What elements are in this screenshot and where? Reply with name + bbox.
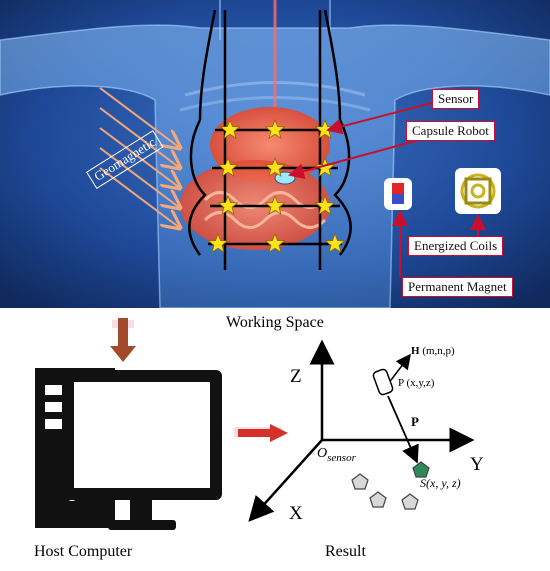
sensor-star-icon (217, 194, 239, 216)
vector-label: P (411, 414, 419, 429)
z-axis-label: Z (290, 366, 302, 387)
sensor-star-icon (264, 232, 286, 254)
sensor-point-label: S(x, y, z) (420, 476, 461, 490)
host-computer-icon (35, 368, 222, 530)
energized-coils-label: Energized Coils (408, 236, 504, 256)
capsule-icon (372, 368, 394, 396)
result-label: Result (325, 543, 366, 560)
y-axis-label: Y (470, 454, 484, 475)
position-label: P (x,y,z) (398, 377, 435, 389)
permanent-magnet-label: Permanent Magnet (402, 277, 513, 297)
permanent-magnet-icon (384, 178, 412, 210)
sensor-pentagons (351, 461, 430, 510)
sensor-star-icon (219, 118, 241, 140)
sensor-star-icon (324, 232, 346, 254)
sensor-star-icon (264, 156, 286, 178)
origin-label: Osensor (317, 446, 356, 464)
workflow-diagram (35, 318, 475, 530)
sensor-star-icon (314, 194, 336, 216)
x-axis-label: X (289, 503, 303, 524)
coordinate-axes (248, 339, 475, 522)
sensor-star-icon (264, 118, 286, 140)
host-computer-label: Host Computer (34, 543, 133, 560)
anatomy-illustration (0, 0, 550, 308)
callout-lines (288, 102, 486, 277)
position-vector (372, 353, 419, 464)
right-arrow-icon (234, 424, 288, 442)
sensor-star-icon (264, 194, 286, 216)
sensor-star-icon (217, 156, 239, 178)
sensor-star-icon (314, 156, 336, 178)
sensor-label: Sensor (432, 89, 480, 109)
sensor-star-icon (207, 232, 229, 254)
down-arrow-icon (110, 318, 136, 362)
x-axis (248, 439, 323, 522)
geomagnetic-arrows (99, 87, 180, 228)
energized-coils-icon (455, 168, 501, 214)
working-space-label: Working Space (226, 314, 324, 331)
capsule-robot-label: Capsule Robot (406, 121, 495, 141)
field-label: H (m,n,p) (411, 345, 455, 357)
active-sensor-icon (412, 461, 430, 478)
